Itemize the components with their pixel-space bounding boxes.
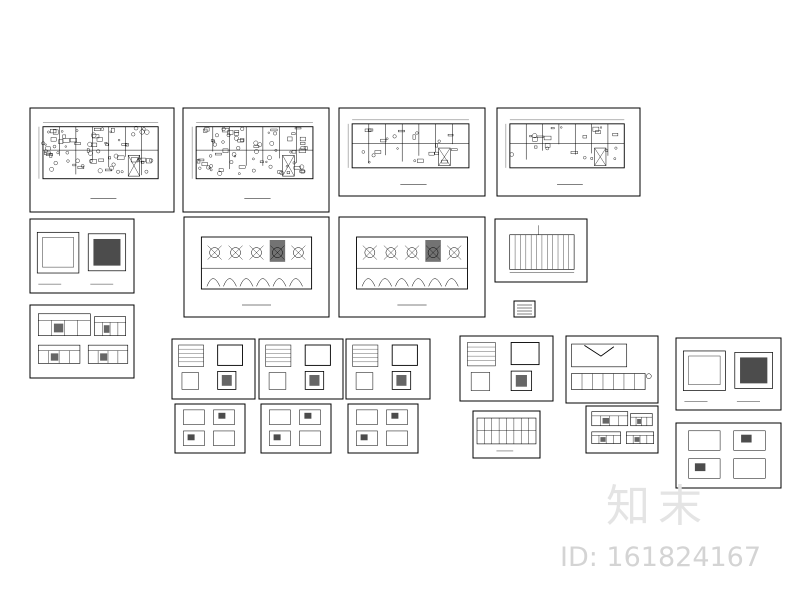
drawing-sheet-detail-pair <box>29 218 135 294</box>
drawing-sheet-elevation-wide <box>472 410 541 459</box>
drawing-sheet-detail-grid <box>459 335 554 402</box>
drawing-sheet-detail-pair <box>675 337 782 411</box>
drawing-sheet-floor-plan-dense <box>182 107 330 213</box>
drawing-sheet-elevation-strip <box>565 335 659 404</box>
drawing-sheet-ceiling-plan <box>338 216 486 318</box>
drawing-sheet-legend <box>513 300 536 318</box>
drawing-sheet-detail-grid <box>345 338 431 400</box>
watermark-id: ID: 161824167 <box>560 542 762 573</box>
drawing-sheet-detail-small <box>675 422 782 489</box>
drawing-sheet-ceiling-plan <box>183 216 330 318</box>
drawing-sheet-section <box>494 218 588 283</box>
drawing-sheet-detail-small <box>347 403 419 454</box>
drawing-sheet-floor-plan-dense <box>29 107 175 213</box>
drawing-sheet-detail-small <box>174 403 246 454</box>
drawing-sheet-floor-plan-open <box>338 107 486 197</box>
drawing-sheet-elevations <box>29 304 135 379</box>
drawing-sheet-detail-grid <box>258 338 344 400</box>
drawing-sheet-detail-small <box>260 403 332 454</box>
watermark-brand: 知末 <box>606 481 710 532</box>
drawing-sheet-detail-grid <box>171 338 256 400</box>
drawing-sheet-elevations <box>585 405 659 454</box>
drawing-sheet-floor-plan-open <box>496 107 641 197</box>
